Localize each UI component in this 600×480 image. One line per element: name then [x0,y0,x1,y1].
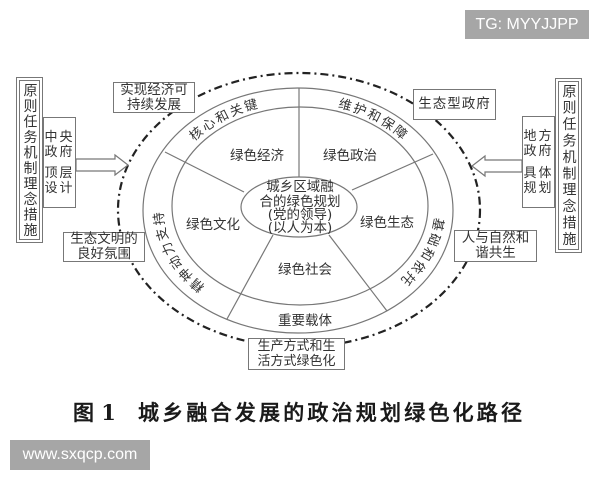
specific-planning-group: 具体 规划 [523,166,554,196]
goal-line: 生态型政府 [418,96,491,112]
spoke-lower-right [328,234,388,312]
actor-line: 顶层 [44,166,75,181]
center-line-3: (党的领导) [268,207,333,223]
right-principles-box: 原则任务机制理念措施 [555,78,582,253]
ring-role-top-left-text: 核心和关键 [187,97,259,145]
left-principles-inner: 原则任务机制理念措施 [19,80,40,240]
actor-line: 设计 [44,181,75,196]
goal-box-top-left: 实现经济可 持续发展 [113,82,195,113]
outer-dashdot-ellipse [116,71,482,349]
spoke-lower-left [226,234,274,320]
sector-society: 绿色社会 [278,261,332,278]
watermark-bottom: www.sxqcp.com [10,440,150,470]
goal-line: 良好氛围 [77,246,131,262]
ring-role-top-left: 核心和关键 [187,97,261,145]
goal-line: 持续发展 [127,96,181,113]
goal-line: 活方式绿色化 [257,354,336,369]
goal-line: 人与自然和 [461,230,530,246]
center-ellipse [240,176,358,238]
spoke-upper-right [351,153,434,191]
spoke-upper-left [164,151,245,193]
goal-box-bottom: 生产方式和生 活方式绿色化 [248,338,345,370]
local-government-box: 地方 政府 具体 规划 [522,116,555,208]
ring-role-bottom: 重要载体 [278,313,332,329]
top-level-design-group: 顶层 设计 [44,166,75,196]
actor-line: 规划 [523,181,554,196]
goal-line: 生产方式和生 [257,339,336,354]
actor-line: 中央 [44,130,75,145]
inner-ring-ellipse [171,106,429,306]
central-government-group: 中央 政府 [44,130,75,160]
left-principles-box: 原则任务机制理念措施 [16,77,43,243]
right-principles-text: 原则任务机制理念措施 [560,83,577,248]
figure-title: 城乡融合发展的政治规划绿色化路径 [138,400,526,425]
actor-line: 地方 [523,129,554,144]
goal-box-right: 人与自然和 谐共生 [454,230,537,262]
goal-box-top-right: 生态型政府 [413,89,496,120]
arrow-left-icon [471,154,523,178]
center-line-2: 合的绿色规划 [260,193,341,210]
right-principles-inner: 原则任务机制理念措施 [558,81,579,250]
goal-line: 谐共生 [475,245,516,261]
sector-economy: 绿色经济 [230,147,284,164]
sector-politics: 绿色政治 [323,147,377,164]
sector-culture: 绿色文化 [186,216,240,233]
sector-ecology: 绿色生态 [360,214,414,231]
central-government-box: 中央 政府 顶层 设计 [43,117,76,208]
outer-ring-ellipse [142,87,454,334]
actor-line: 政府 [44,145,75,160]
center-line-4: (以人为本) [268,220,333,236]
goal-line: 生态文明的 [70,231,138,247]
goal-box-left: 生态文明的 良好氛围 [63,232,145,262]
figure-number: 图 1 [73,400,116,425]
arrow-right-icon [75,153,129,177]
watermark-top: TG: MYYJJPP [465,10,589,39]
actor-line: 具体 [523,166,554,181]
goal-line: 实现经济可 [120,81,188,98]
left-principles-text: 原则任务机制理念措施 [21,82,38,238]
actor-line: 政府 [523,144,554,159]
local-government-group: 地方 政府 [523,129,554,159]
center-line-1: 城乡区域融 [266,179,334,195]
